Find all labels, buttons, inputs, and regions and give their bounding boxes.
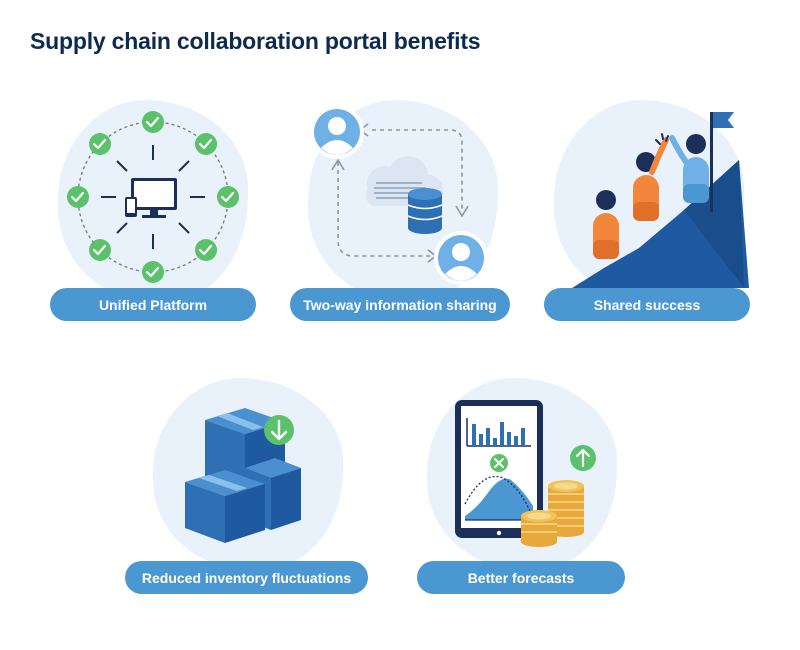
benefit-label-better-forecasts: Better forecasts: [417, 561, 625, 594]
inventory-boxes-icon: [185, 408, 301, 543]
benefit-card-better-forecasts: Better forecasts: [417, 378, 627, 598]
benefit-label-reduced-inventory: Reduced inventory fluctuations: [125, 561, 368, 594]
benefit-card-information-sharing: Two-way information sharing: [290, 100, 510, 325]
benefit-card-reduced-inventory: Reduced inventory fluctuations: [125, 378, 370, 598]
page-title: Supply chain collaboration portal benefi…: [30, 28, 481, 54]
information-sharing-icon: [310, 105, 488, 285]
benefit-card-shared-success: Shared success: [544, 100, 754, 325]
forecast-tablet-icon: [455, 400, 596, 547]
benefit-label-unified-platform: Unified Platform: [50, 288, 256, 321]
benefit-card-unified-platform: Unified Platform: [50, 100, 260, 325]
unified-platform-icon: [67, 111, 239, 283]
benefit-label-information-sharing: Two-way information sharing: [290, 288, 510, 321]
shared-success-icon: [572, 112, 749, 288]
benefit-label-shared-success: Shared success: [544, 288, 750, 321]
